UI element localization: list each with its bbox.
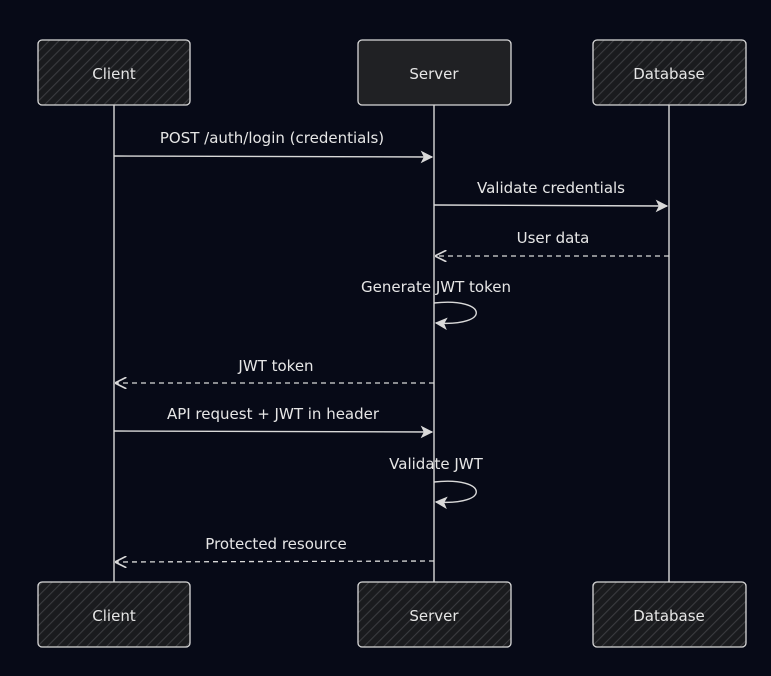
message-arrow xyxy=(113,425,434,439)
participant-label: Server xyxy=(409,607,459,625)
message-protected-resource: Protected resource xyxy=(116,535,435,562)
participant-footer-database: Database xyxy=(592,581,747,648)
participant-box xyxy=(592,39,747,106)
participant-label: Database xyxy=(633,607,705,625)
participant-label: Client xyxy=(92,607,136,625)
message-label: JWT token xyxy=(237,357,313,375)
message-label: Validate credentials xyxy=(477,179,625,197)
message-validate-jwt: Validate JWT xyxy=(389,455,484,510)
participant-header-client: Client xyxy=(37,39,191,106)
participant-footer-server: Server xyxy=(357,581,512,648)
message-label: Protected resource xyxy=(205,535,346,553)
participant-box xyxy=(37,39,191,106)
messages: POST /auth/login (credentials) Validate … xyxy=(113,129,669,562)
participant-box xyxy=(357,39,512,106)
participant-footer-client: Client xyxy=(37,581,191,648)
participant-header-server: Server xyxy=(357,39,512,106)
message-label: POST /auth/login (credentials) xyxy=(160,129,384,147)
message-login-request: POST /auth/login (credentials) xyxy=(113,129,434,164)
message-jwt-token: JWT token xyxy=(116,357,434,383)
message-label: Validate JWT xyxy=(389,455,483,473)
participant-label: Client xyxy=(92,65,136,83)
message-label: User data xyxy=(517,229,590,247)
message-api-request: API request + JWT in header xyxy=(113,405,434,439)
participant-box xyxy=(592,581,747,648)
self-loop-arrow xyxy=(433,480,477,510)
message-arrow xyxy=(113,150,434,164)
message-arrow xyxy=(116,561,435,562)
message-validate-credentials: Validate credentials xyxy=(433,179,669,213)
participant-header-database: Database xyxy=(592,39,747,106)
lifelines xyxy=(113,105,670,582)
message-label: API request + JWT in header xyxy=(167,405,380,423)
message-generate-jwt: Generate JWT token xyxy=(361,278,511,331)
message-label: Generate JWT token xyxy=(361,278,511,296)
self-loop-arrow xyxy=(433,301,477,331)
participant-box xyxy=(357,581,512,648)
participant-box xyxy=(37,581,191,648)
message-arrow xyxy=(433,199,669,213)
participant-label: Database xyxy=(633,65,705,83)
participant-label: Server xyxy=(409,65,459,83)
message-user-data: User data xyxy=(436,229,669,256)
